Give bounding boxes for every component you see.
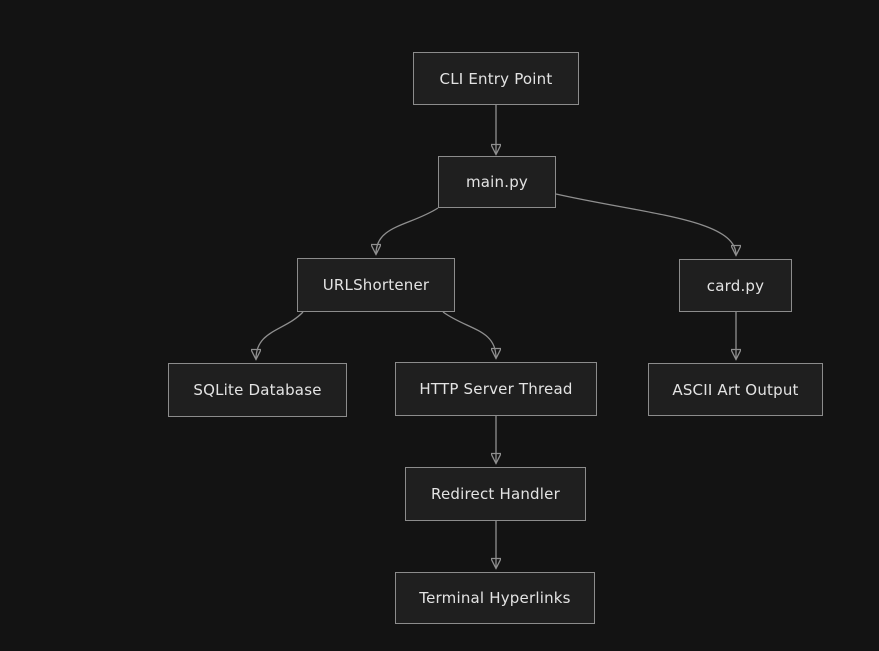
node-http-server-thread: HTTP Server Thread <box>395 362 597 416</box>
node-cli-entry-point-label: CLI Entry Point <box>439 69 553 88</box>
node-urlshortener-label: URLShortener <box>322 276 430 294</box>
node-redirect-handler: Redirect Handler <box>405 467 586 521</box>
node-main-py-label: main.py <box>465 173 529 191</box>
node-ascii-art-output: ASCII Art Output <box>648 363 823 416</box>
node-cli-entry-point: CLI Entry Point <box>413 52 579 105</box>
node-ascii-art-output-label: ASCII Art Output <box>672 380 799 399</box>
node-http-server-thread-label: HTTP Server Thread <box>419 380 573 398</box>
edge-main-py-to-urlshortener <box>376 207 439 254</box>
node-card-py: card.py <box>679 259 792 312</box>
edge-urlshortener-to-sqlite-database <box>256 311 304 359</box>
node-sqlite-database-label: SQLite Database <box>193 381 322 399</box>
edge-urlshortener-to-http-server-thread <box>442 311 496 358</box>
node-terminal-hyperlinks: Terminal Hyperlinks <box>395 572 595 624</box>
node-main-py: main.py <box>438 156 556 208</box>
node-urlshortener: URLShortener <box>297 258 455 312</box>
node-sqlite-database: SQLite Database <box>168 363 347 417</box>
node-card-py-label: card.py <box>706 276 765 295</box>
edge-main-py-to-card-py <box>555 193 736 255</box>
node-redirect-handler-label: Redirect Handler <box>431 485 560 503</box>
node-terminal-hyperlinks-label: Terminal Hyperlinks <box>419 589 571 607</box>
